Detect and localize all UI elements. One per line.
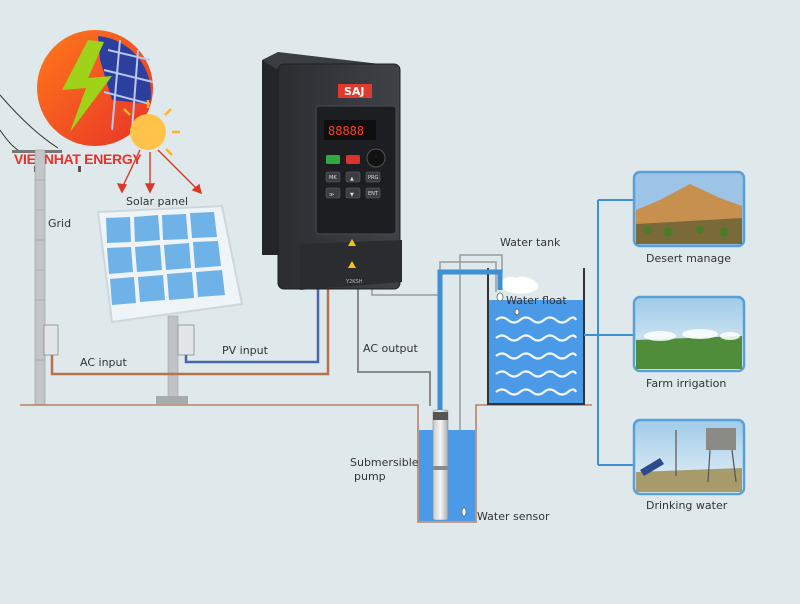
application-drinking: Drinking water: [632, 418, 746, 512]
solar-pump-inverter: SAJ 88888 MK ▲ PRG ≫ ▼ ENT Y2KSH: [262, 52, 402, 290]
water-tank-label: Water tank: [500, 236, 561, 249]
pv-breaker-box: [177, 324, 195, 356]
stop-reset-button[interactable]: [346, 155, 360, 164]
sensor-signal-line: [459, 254, 503, 516]
down-button[interactable]: [345, 187, 361, 199]
up-key-label: ▲: [350, 176, 354, 182]
water-sensor-icon: [461, 507, 467, 517]
water-pipe: [437, 269, 503, 410]
pv-input-line: [184, 288, 320, 364]
up-button[interactable]: [345, 171, 361, 183]
ac-input-line: [50, 288, 330, 376]
mk-key-label: MK: [329, 175, 337, 181]
drinking-water-label: Drinking water: [646, 499, 728, 512]
ent-key-label: ENT: [368, 191, 379, 197]
inverter-knob[interactable]: [366, 148, 386, 168]
inverter-display: 88888: [328, 124, 364, 138]
solar-panel: Solar panel: [96, 195, 244, 404]
inverter-bottom-text: Y2KSH: [345, 279, 363, 285]
water-float-icon: [496, 292, 504, 302]
warning-icon: [348, 261, 356, 268]
pole-icon: [34, 149, 46, 406]
well: Submersible pump Water sensor: [350, 409, 550, 523]
pv-input-label: PV input: [222, 344, 269, 357]
down-key-label: ▼: [350, 192, 354, 198]
inverter-logo: [338, 84, 372, 98]
prg-key-label: PRG: [368, 175, 378, 181]
warning-icon: [348, 239, 356, 246]
logo-lightning-icon: [62, 40, 112, 132]
ent-button[interactable]: [365, 187, 381, 199]
application-desert: Desert manage: [632, 170, 746, 265]
desert-manage-label: Desert manage: [646, 252, 731, 265]
ac-output-line: [357, 288, 431, 406]
submersible-pump-label-line2: pump: [354, 470, 386, 483]
prg-button[interactable]: [365, 171, 381, 183]
run-button[interactable]: [326, 155, 340, 164]
logo-sun-icon: [130, 114, 166, 150]
brand-logo: VIETNHAT ENERGY: [14, 30, 203, 195]
water-splash-icon: [500, 276, 539, 294]
water-tank: Water tank Water float: [487, 236, 585, 405]
shift-button[interactable]: [325, 187, 341, 199]
water-waves: [495, 316, 578, 396]
shift-key-label: ≫: [329, 192, 334, 198]
farm-irrigation-label: Farm irrigation: [646, 377, 726, 390]
brand-name: VIETNHAT ENERGY: [14, 151, 142, 167]
ac-output-label: AC output: [363, 342, 418, 355]
grid-label: Grid: [48, 217, 71, 230]
distribution-lines: [584, 199, 634, 466]
grid-breaker-box: [43, 324, 59, 356]
mk-button[interactable]: [325, 171, 341, 183]
water-sensor-label: Water sensor: [477, 510, 550, 523]
water-float-label: Water float: [506, 294, 567, 307]
submersible-pump-label-line1: Submersible: [350, 456, 419, 469]
grid-pole: Grid: [0, 94, 81, 406]
inverter-logo-text: SAJ: [344, 85, 365, 98]
submersible-pump-icon: [432, 409, 449, 521]
ac-input-label: AC input: [80, 356, 127, 369]
application-farm: Farm irrigation: [632, 295, 746, 390]
solar-panel-label: Solar panel: [126, 195, 188, 208]
ground-line: [20, 404, 592, 523]
